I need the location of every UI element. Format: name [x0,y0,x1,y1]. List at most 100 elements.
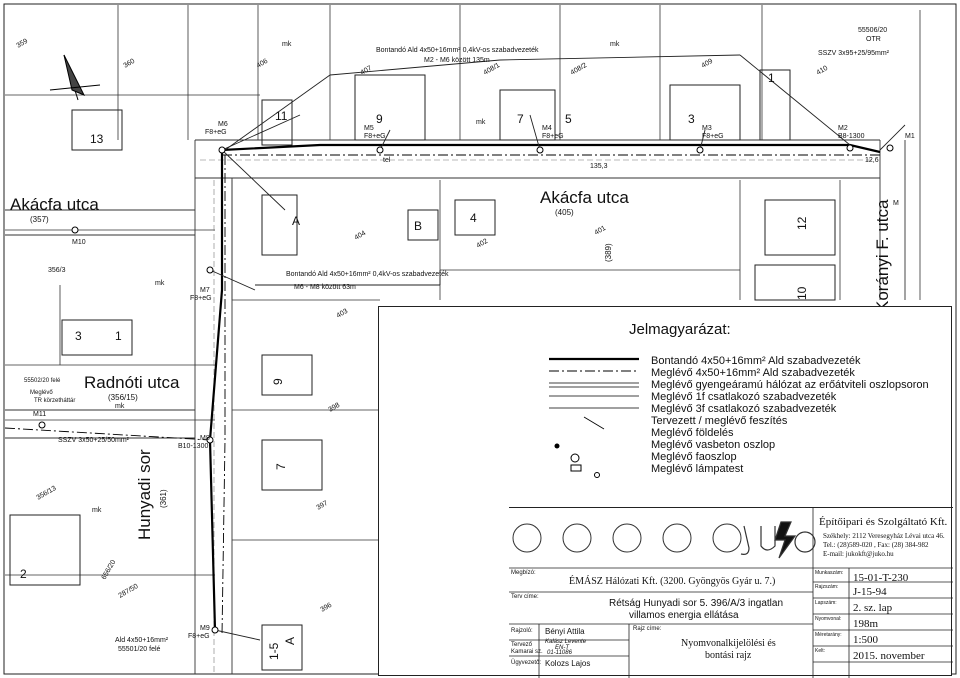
building-b: B [414,219,422,233]
building-a-top: A [292,214,300,228]
drawing-no: J-15-94 [853,586,887,598]
annotation-otr-no: 55506/20 [858,27,887,34]
legend-item: Tervezett / meglévő feszítés [651,415,788,427]
company-email: E-mail: jukokft@juko.hu [823,550,894,558]
annotation-tr-label: Meglévő [30,390,53,396]
building-9-lower: 9 [271,378,285,385]
plan-annotations: Bontandó Ald 4x50+16mm² 0,4kV-os szabadv… [24,27,899,653]
demolish-lines [208,143,881,631]
street-radnoti: Radnóti utca [84,373,180,392]
building-a-bottom: A [283,637,297,645]
date-label: Kelt: [815,648,826,654]
scale-label: Méretarány: [815,632,842,638]
annotation-ald-bottom2: 55501/20 felé [118,646,161,653]
sheet: 2. sz. lap [853,602,893,614]
parcel-397: 397 [316,500,330,512]
annotation-mid-dist: M6 - M8 között 63m [294,284,356,291]
parcel-401: 401 [594,225,608,237]
legend-item: Meglévő vasbeton oszlop [651,439,776,451]
drawn-label: Rajzolό: [511,628,533,634]
annotation-mk-1: mk [282,41,292,48]
annotation-mk-6: mk [92,507,102,514]
plan-title-label: Terv címe: [511,594,539,600]
legend-item: Meglévő faoszlop [651,451,737,463]
designer-no: EN-T [555,645,569,651]
parcel-406: 406 [256,58,270,70]
plan-title-2: villamos energia ellátása [629,610,739,621]
building-7: 7 [517,112,524,126]
building-1-5: 1-5 [267,642,281,660]
pole-m9-type: F8+eG [188,633,210,640]
annotation-top-line: Bontandó Ald 4x50+16mm² 0,4kV-os szabadv… [376,47,539,54]
building-5: 5 [565,112,572,126]
pole-m2-type: B8-1300 [838,133,865,140]
street-akacfa-left: Akácfa utca [10,195,99,214]
legend-item: Meglévő gyengeáramú hálózat az erőátvite… [651,379,929,391]
pole-m9: M9 [200,625,210,632]
building-1-left: 1 [115,329,122,343]
annotation-tr-no: 55502/20 felé [24,378,61,384]
parcel-360: 360 [123,58,137,70]
parcel-656-20: 656/20 [101,559,118,581]
parcel-356-13: 356/13 [36,485,58,502]
annotation-mk-5: mk [115,403,125,410]
legend-panel: Jelmagyarázat: Bontandó 4x50+16mm² Ald s… [378,306,953,678]
parcel-407: 407 [360,65,374,77]
pole-m8-type: B10-1300 [178,443,208,450]
street-radnoti-no: (356/15) [108,393,138,402]
pole-m8: M8 [200,435,210,442]
parcel-396: 396 [320,602,334,614]
drawing-title-1: Nyomvonalkijelölési és [681,638,776,649]
designer-no2: 01-11086 [547,650,572,656]
designer-label: Tervező [511,642,533,648]
legend-item: Meglévő lámpatest [651,463,744,475]
annotation-tel: tel [383,157,391,164]
sheet-label: Lapszám: [815,600,837,606]
buildings [9,69,836,671]
street-akacfa-mid-no: (405) [555,208,574,217]
parcel-356-3: 356/3 [48,267,66,274]
parcel-408-2: 408/2 [570,62,589,77]
annotation-sszv-top: SSZV 3x95+25/95mm² [818,50,890,57]
street-koranyi: Korányi F. utca [873,199,892,312]
parcel-408-1: 408/1 [483,62,502,77]
building-12: 12 [795,216,809,230]
drawing-title-2: bontási rajz [705,650,752,661]
street-koranyi-no: (389) [604,243,613,262]
building-numbers: 13 11 9 7 5 3 1 A B 4 12 10 3 1 9 7 2 1-… [20,71,809,660]
building-11: 11 [275,109,288,123]
company-address: Székhely: 2112 Veresegyház Lévai utca 46… [823,532,945,540]
route-label: Nyomvonal: [815,616,842,622]
pole-m6-type: F8+eG [205,129,227,136]
annotation-sszv-left: SSZV 3x50+25/50mm² [58,437,130,444]
annotation-otr: OTR [866,36,881,43]
legend-item: Meglévő 3f csatlakozó szabadvezeték [651,403,837,415]
street-akacfa-mid: Akácfa utca [540,188,629,207]
building-3-left: 3 [75,329,82,343]
juko-logo [740,521,816,559]
pole-m7-type: F8+eG [190,295,212,302]
north-arrow-icon [49,54,101,101]
annotation-mk-4: mk [155,280,165,287]
annotation-mid-line: Bontandó Ald 4x50+16mm² 0,4kV-os szabadv… [286,271,449,278]
pole-m4: M4 [542,125,552,132]
pole-m7: M7 [200,287,210,294]
pole-m11: M11 [33,411,46,418]
pole-m5: M5 [364,125,374,132]
drawing-no-label: Rajzszám: [815,584,839,590]
drawn-by: Bényi Attila [545,627,585,636]
road-centerlines [200,159,875,674]
annotation-r: 12,6 [865,157,879,164]
pole-m3: M3 [702,125,712,132]
street-hunyadi: Hunyadi sor [135,449,154,540]
building-10: 10 [795,286,809,300]
client-label: Megbízó: [511,570,536,576]
title-block-grid [509,508,953,678]
company-name: Építőipari és Szolgáltató Kft. [819,516,948,528]
pole-m6: M6 [218,121,228,128]
building-4: 4 [470,211,477,225]
pole-m2: M2 [838,125,848,132]
parcel-287-50: 287/50 [118,583,140,600]
annotation-mk-2: mk [610,41,620,48]
